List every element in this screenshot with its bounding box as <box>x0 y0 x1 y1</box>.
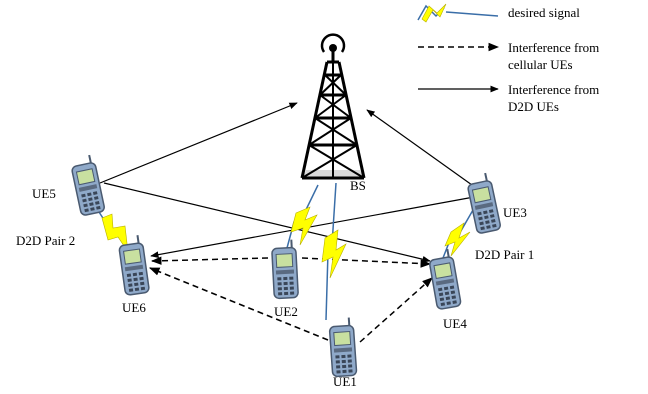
ue2-phone-icon <box>270 238 300 300</box>
ue3-label: UE3 <box>503 205 527 220</box>
arrow-ue2-to-ue4 <box>301 257 432 268</box>
arrow-ue3-to-bs <box>366 109 473 186</box>
arrow-ue5-to-bs <box>99 102 298 184</box>
d2d-pair2-label: D2D Pair 2 <box>16 233 76 248</box>
legend-desired-signal-label: desired signal <box>508 5 580 20</box>
ue4-phone-icon <box>426 247 463 311</box>
legend <box>417 3 500 93</box>
ue1-label: UE1 <box>333 374 357 389</box>
arrow-ue5-to-ue4 <box>103 182 431 263</box>
legend-cellular-line2: cellular UEs <box>508 57 573 72</box>
arrow-ue1-to-ue6 <box>149 267 329 341</box>
ue6-label: UE6 <box>122 300 146 315</box>
legend-cellular-interference-label: Interference from cellular UEs <box>508 39 599 73</box>
ue2-label: UE2 <box>274 304 298 319</box>
arrow-ue1-to-ue4 <box>359 277 433 343</box>
legend-d2d-line2: D2D UEs <box>508 99 559 114</box>
arrow-ue2-to-ue6 <box>150 256 269 265</box>
legend-cellular-line1: Interference from <box>508 40 600 55</box>
ue5-phone-icon <box>68 153 107 217</box>
arrow-ue3-to-ue6 <box>150 196 475 258</box>
lightning-signal-icon <box>98 182 474 321</box>
ue5-label: UE5 <box>32 186 56 201</box>
d2d-interference-arrows <box>99 102 475 263</box>
legend-desired-signal-icon <box>417 3 499 23</box>
ue1-phone-icon <box>327 316 358 378</box>
ue4-label: UE4 <box>443 316 467 331</box>
bs-label: BS <box>350 178 366 193</box>
ue3-phone-icon <box>464 171 503 235</box>
legend-d2d-interference-label: Interference from D2D UEs <box>508 81 599 115</box>
d2d-pair1-label: D2D Pair 1 <box>475 247 535 262</box>
cell-tower-icon <box>300 33 366 180</box>
legend-d2d-line1: Interference from <box>508 82 600 97</box>
